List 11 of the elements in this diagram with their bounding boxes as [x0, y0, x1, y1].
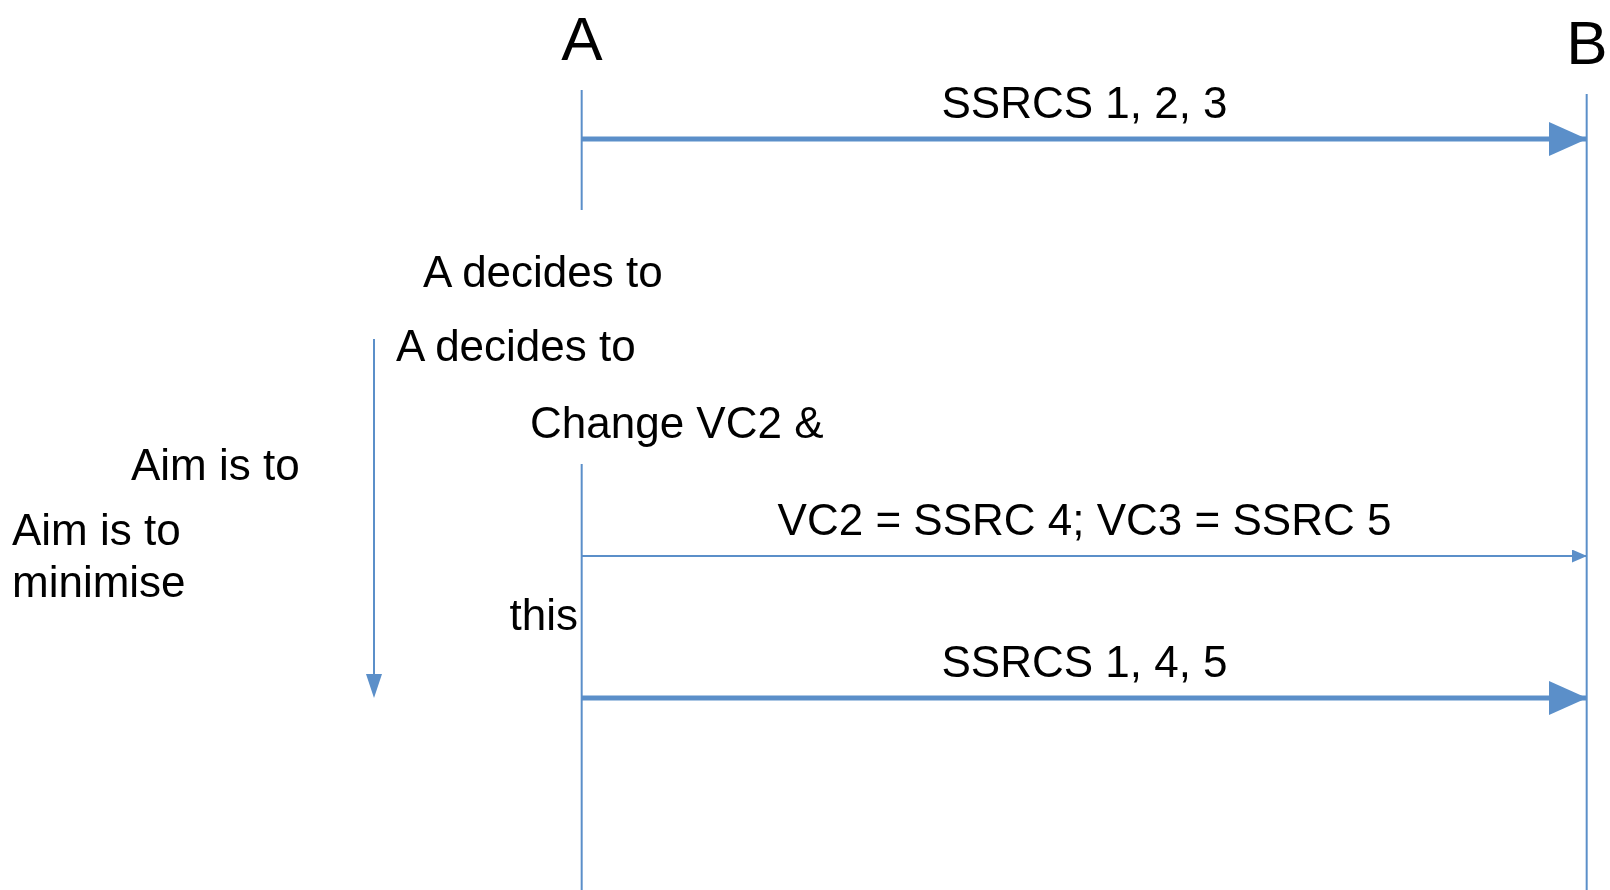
note-text: this	[509, 593, 578, 637]
participant-label: B	[1566, 8, 1608, 77]
note-text: Aim is to	[12, 508, 181, 552]
note-text: minimise	[12, 560, 186, 604]
note-text: Aim is to	[131, 443, 300, 487]
note-text: A decides to	[423, 250, 663, 294]
note-text: Change VC2 &	[530, 401, 824, 445]
message-arrow	[581, 549, 1588, 563]
note-text: A decides to	[396, 324, 636, 368]
message-arrow	[582, 122, 1587, 156]
participant-label: A	[561, 4, 603, 73]
